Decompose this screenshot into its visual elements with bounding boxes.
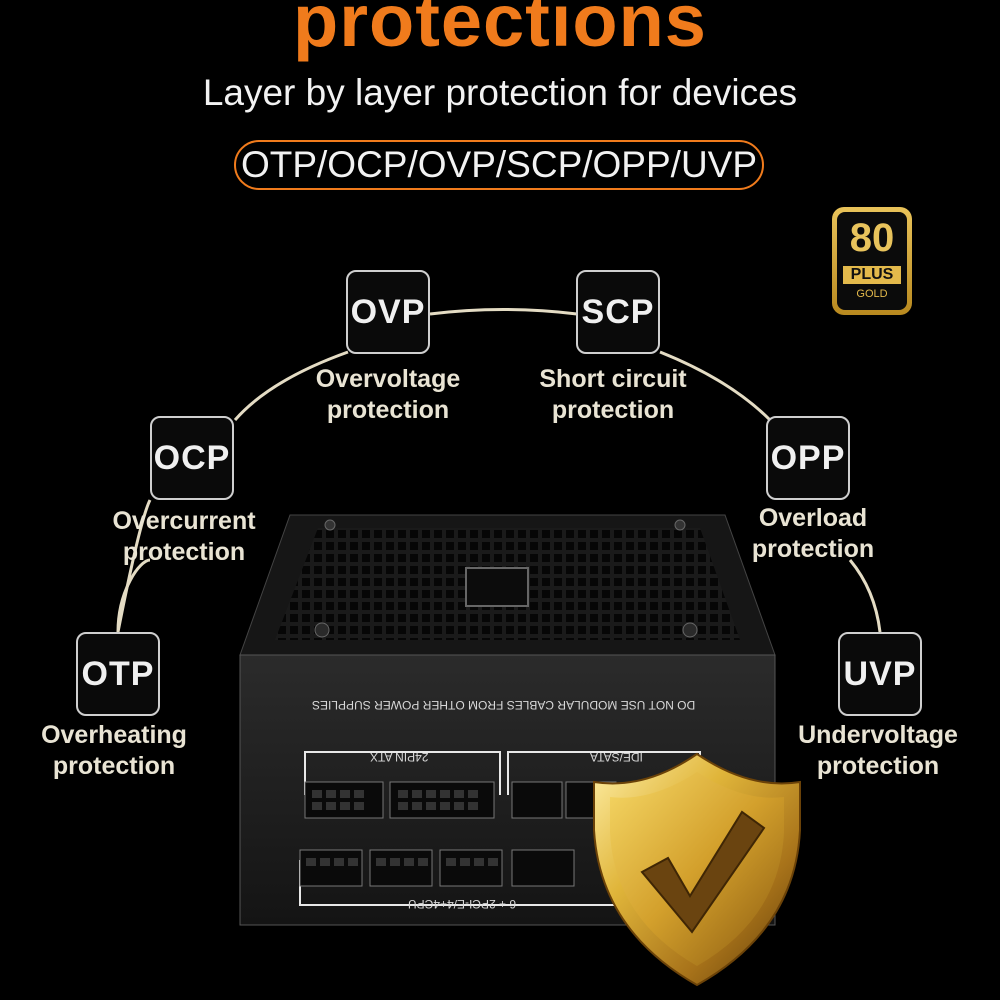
- opp-node: OPP: [766, 416, 850, 500]
- protection-codes-pill: OTP/OCP/OVP/SCP/OPP/UVP: [234, 140, 764, 190]
- psu-warning-label: DO NOT USE MODULAR CABLES FROM OTHER POW…: [312, 698, 696, 712]
- 80-plus-gold-badge: 80 PLUS GOLD: [832, 207, 912, 315]
- subtitle: Layer by layer protection for devices: [202, 72, 798, 113]
- psu-port-label-24pin: 24PIN ATX: [370, 750, 429, 764]
- uvp-node: UVP: [838, 632, 922, 716]
- badge-tier: GOLD: [856, 288, 888, 300]
- headline: protections: [293, 0, 707, 62]
- badge-number: 80: [849, 216, 895, 260]
- ocp-node: OCP: [150, 416, 234, 500]
- psu-port-label-pcie-cpu: 6 + 2PCI-E/4+4CPU: [408, 897, 517, 911]
- badge-plus: PLUS: [843, 266, 901, 284]
- scp-node: SCP: [576, 270, 660, 354]
- otp-node: OTP: [76, 632, 160, 716]
- psu-port-label-ide-sata: IDE/SATA: [590, 750, 643, 764]
- ovp-node: OVP: [346, 270, 430, 354]
